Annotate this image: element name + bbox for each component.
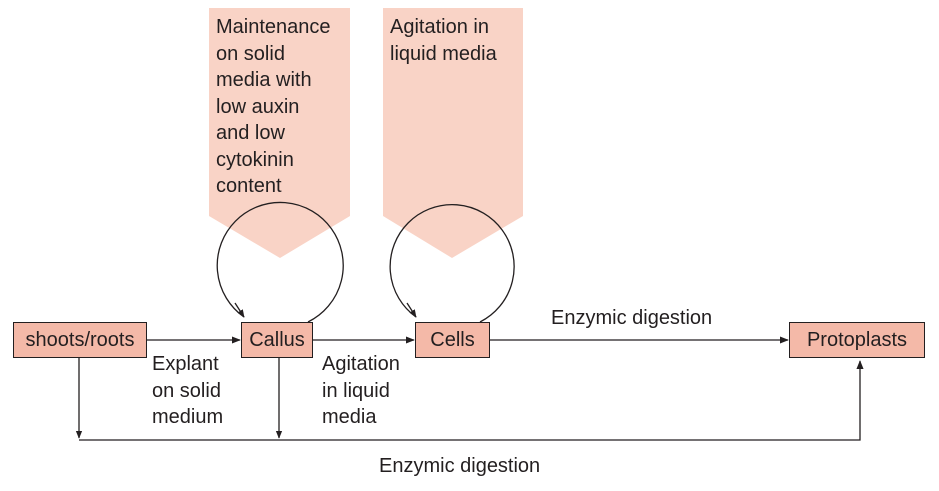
label-enzymic-digestion-top: Enzymic digestion <box>551 307 713 329</box>
node-cells-label: Cells <box>430 328 475 351</box>
label-explant: Explant on solid medium <box>152 353 224 428</box>
node-protoplasts: Protoplasts <box>789 322 925 358</box>
label-agitation: Agitation in liquid media <box>322 353 400 428</box>
maintenance-banner <box>209 8 350 258</box>
agitation-banner <box>383 8 523 258</box>
node-callus: Callus <box>241 322 313 358</box>
node-cells: Cells <box>415 322 490 358</box>
agitation-banner-text: Agitation in liquid media <box>390 16 497 65</box>
node-shoots-roots-label: shoots/roots <box>25 328 135 351</box>
node-protoplasts-label: Protoplasts <box>806 328 908 351</box>
callus-self-loop <box>216 201 344 323</box>
label-enzymic-digestion-bottom: Enzymic digestion <box>379 455 541 477</box>
cells-self-loop <box>389 203 515 323</box>
bottom-route-to-protoplasts <box>79 360 864 441</box>
node-shoots-roots: shoots/roots <box>13 322 147 358</box>
node-callus-label: Callus <box>249 328 305 351</box>
maintenance-banner-text: Maintenance on solid media with low auxi… <box>216 16 331 197</box>
